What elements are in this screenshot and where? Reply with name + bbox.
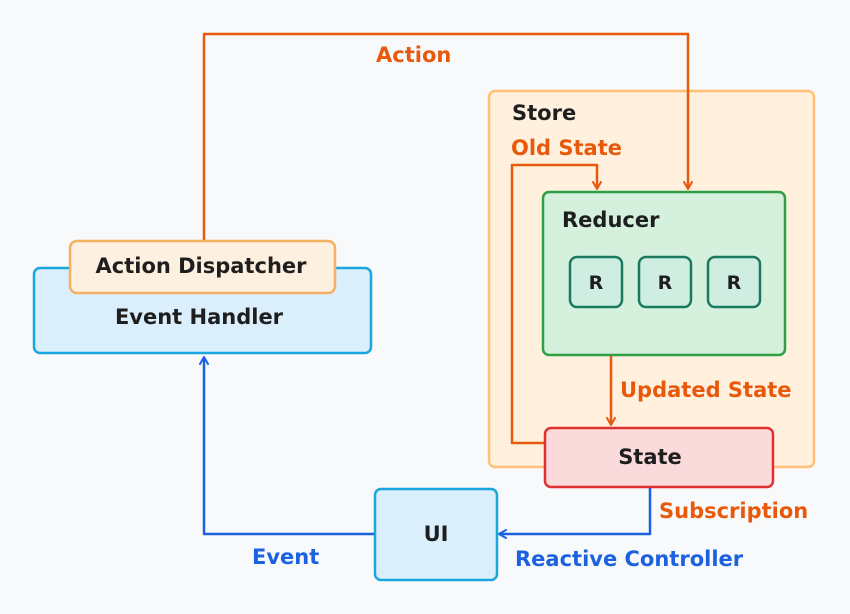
reducer-function-3-label: R — [727, 272, 742, 294]
reducer-label: Reducer — [562, 208, 660, 232]
updated-state-label: Updated State — [620, 378, 792, 402]
ui-box: UI — [373, 487, 499, 582]
event-label: Event — [252, 545, 319, 569]
reducer-box: Reducer R R R — [541, 190, 787, 357]
reducer-function-1: R — [568, 255, 624, 309]
event-arrow — [199, 356, 374, 536]
reducer-function-2: R — [637, 255, 693, 309]
reducer-function-1-label: R — [589, 272, 604, 294]
subscription-edge: Subscription Reactive Controller — [498, 488, 808, 571]
action-arrow — [202, 32, 693, 241]
action-dispatcher-label: Action Dispatcher — [96, 254, 308, 278]
store-label: Store — [512, 101, 576, 125]
event-handler-label: Event Handler — [115, 305, 284, 329]
old-state-label: Old State — [511, 136, 622, 160]
reducer-function-2-label: R — [658, 272, 673, 294]
state-box: State — [543, 426, 775, 489]
event-edge: Event — [199, 356, 374, 569]
ui-label: UI — [424, 522, 449, 546]
action-label: Action — [376, 43, 451, 67]
state-label: State — [618, 445, 682, 469]
subscription-arrow — [498, 488, 652, 539]
reactive-controller-label: Reactive Controller — [515, 547, 744, 571]
updated-state-edge: Updated State — [606, 356, 792, 426]
reducer-function-3: R — [706, 255, 762, 309]
action-dispatcher-box: Action Dispatcher — [68, 239, 337, 295]
subscription-label: Subscription — [659, 499, 808, 523]
action-edge: Action — [202, 32, 693, 241]
old-state-edge: Old State — [510, 136, 622, 445]
old-state-arrow — [510, 163, 602, 445]
